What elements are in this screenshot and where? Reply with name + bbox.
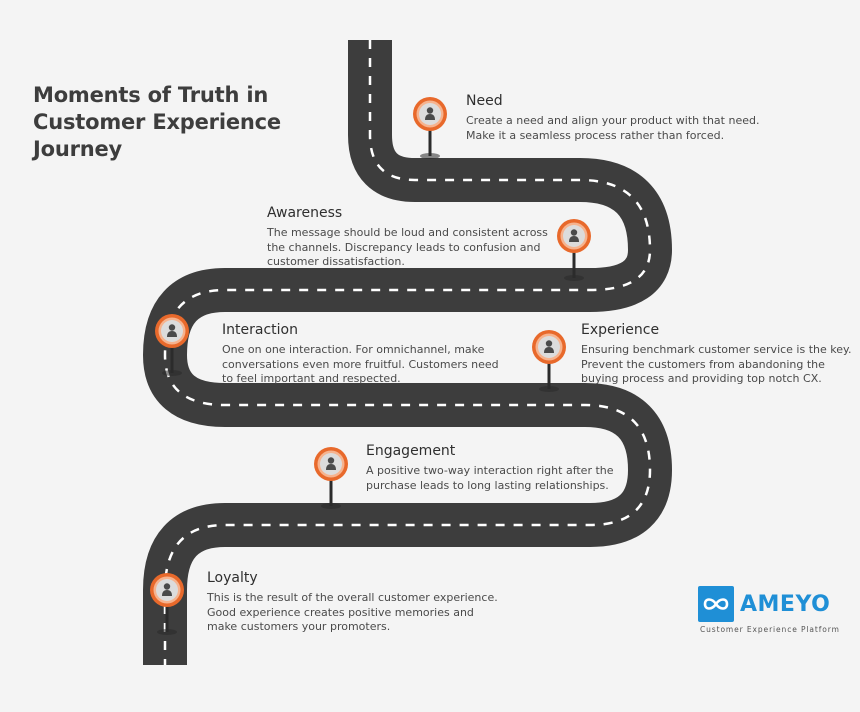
stage-loyalty: Loyalty This is the result of the overal… <box>207 570 498 635</box>
page-title: Moments of Truth in Customer Experience … <box>33 82 281 163</box>
stage-interaction: Interaction One on one interaction. For … <box>222 322 499 387</box>
road-lane-markings <box>163 40 652 665</box>
infinity-icon <box>698 586 734 622</box>
logo-tagline: Customer Experience Platform <box>700 625 840 634</box>
title-line-1: Moments of Truth in <box>33 83 269 107</box>
stage-text-line: A positive two-way interaction right aft… <box>366 464 614 477</box>
stage-text-line: buying process and providing top notch C… <box>581 372 822 385</box>
stage-text-line: The message should be loud and consisten… <box>267 226 548 239</box>
stage-text-line: the channels. Discrepancy leads to confu… <box>267 240 541 254</box>
person-pin-icon <box>532 330 566 392</box>
logo-wordmark: AMEYO <box>740 592 831 617</box>
stage-title: Awareness <box>267 205 343 221</box>
stage-text-line: Create a need and align your product wit… <box>466 114 760 127</box>
stage-text-line: One on one interaction. For omnichannel,… <box>222 343 485 356</box>
stage-need: Need Create a need and align your produc… <box>466 93 759 143</box>
stage-title: Loyalty <box>207 570 258 586</box>
stage-text-line: purchase leads to long lasting relations… <box>366 478 609 492</box>
stage-text-line: Make it a seamless process rather than f… <box>466 128 725 142</box>
stage-awareness: Awareness The message should be loud and… <box>267 205 548 270</box>
person-pin-icon <box>155 314 189 376</box>
stage-experience: Experience Ensuring benchmark customer s… <box>581 322 851 387</box>
stage-engagement: Engagement A positive two-way interactio… <box>366 443 614 493</box>
stage-title: Need <box>466 93 503 109</box>
title-line-3: Journey <box>33 137 123 161</box>
person-pin-icon <box>314 447 348 509</box>
stage-title: Interaction <box>222 322 298 338</box>
stage-text-line: conversations even more fruitful. Custom… <box>222 357 499 371</box>
stage-title: Experience <box>581 322 660 338</box>
stage-text-line: customer dissatisfaction. <box>267 255 405 268</box>
stage-text-line: Prevent the customers from abandoning th… <box>581 357 825 371</box>
person-pin-icon <box>150 573 184 635</box>
stage-text-line: Good experience creates positive memorie… <box>207 605 474 619</box>
stage-text-line: Ensuring benchmark customer service is t… <box>581 343 852 356</box>
stage-text-line: make customers your promoters. <box>207 620 391 633</box>
person-pin-icon <box>413 97 447 159</box>
stage-text-line: This is the result of the overall custom… <box>207 591 498 604</box>
stage-text-line: to feel important and respected. <box>222 372 401 385</box>
person-pin-icon <box>557 219 591 281</box>
stage-title: Engagement <box>366 443 456 459</box>
title-line-2: Customer Experience <box>33 110 281 134</box>
